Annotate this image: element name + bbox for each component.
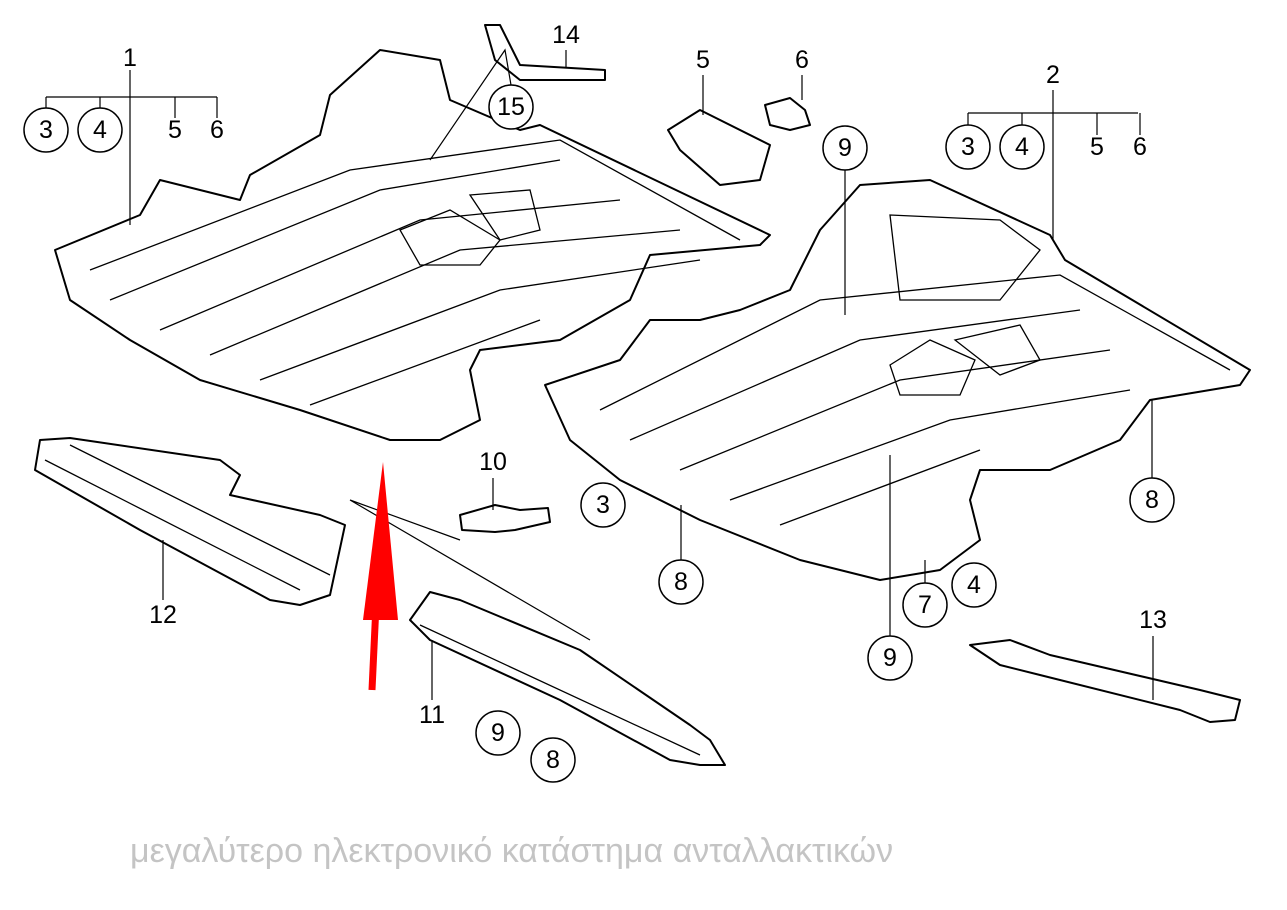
leader-lines [45,48,1154,700]
part-11-trim[interactable] [409,591,726,766]
part-10-bracket[interactable] [459,504,551,533]
underbody-panel-left[interactable] [54,49,771,441]
callout-4: 4 [967,571,981,599]
callout-5: 5 [696,46,710,74]
part-6-cap[interactable] [764,97,811,131]
callout-8: 8 [546,746,560,774]
watermark: μεγαλύτερο ηλεκτρονικό κατάστημα ανταλλα… [130,832,893,870]
callout-6: 6 [1133,133,1147,161]
part-5-cover[interactable] [667,109,771,186]
callout-13: 13 [1139,606,1167,634]
callout-6: 6 [795,46,809,74]
callout-5: 5 [1090,133,1104,161]
callout-4: 4 [93,116,107,144]
callout-6: 6 [210,116,224,144]
callout-5: 5 [168,116,182,144]
part-14-strip[interactable] [484,24,606,81]
callout-12: 12 [149,601,177,629]
part-13-rail[interactable] [969,639,1241,723]
callout-3: 3 [39,116,53,144]
highlight-arrow [363,462,398,691]
callout-labels: 1 3 4 5 6 14 15 5 6 2 3 4 5 6 9 10 3 8 8… [23,21,1175,783]
callout-15: 15 [497,93,525,121]
callout-11: 11 [419,701,445,729]
callout-10: 10 [479,448,507,476]
callout-3: 3 [961,133,975,161]
callout-9: 9 [491,719,505,747]
callout-8: 8 [1145,486,1159,514]
callout-8: 8 [674,568,688,596]
callout-3: 3 [596,491,610,519]
callout-7: 7 [918,591,932,619]
part-12-duct[interactable] [34,437,346,606]
callout-14: 14 [552,21,580,49]
callout-1: 1 [123,44,137,72]
callout-2: 2 [1046,61,1060,89]
callout-9: 9 [838,134,852,162]
callout-4: 4 [1015,133,1029,161]
callout-9: 9 [883,644,897,672]
underbody-panel-right[interactable] [544,179,1251,581]
